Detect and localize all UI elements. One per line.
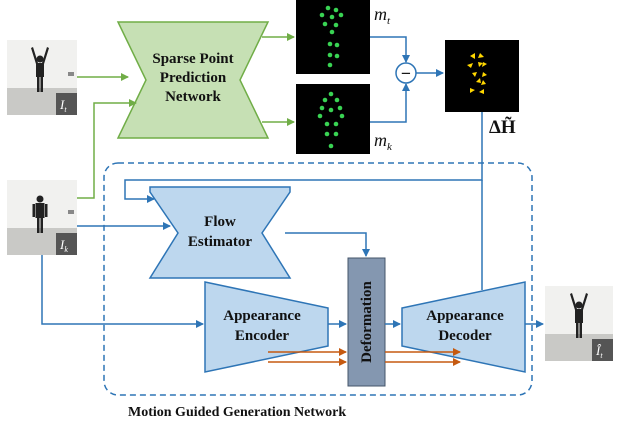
input-key-frame: Ik [7, 180, 77, 255]
sparse-point-network-line2: Prediction [160, 70, 227, 86]
svg-text:Ît: Ît [595, 343, 603, 360]
arrow-ik-to-sppn [77, 99, 137, 199]
svg-text:Ik: Ik [59, 237, 68, 254]
input-target-frame: It [7, 40, 77, 115]
svg-text:It: It [59, 97, 67, 114]
sparse-point-network-shape [116, 21, 270, 139]
sparse-point-map-mk [296, 84, 370, 154]
arrow-mt-to-subtract [370, 36, 410, 63]
i-hat-t-sub: t [600, 351, 603, 360]
deformation-label: Deformation [359, 281, 375, 363]
i-k-sub: k [64, 245, 68, 254]
sparse-point-network-line1: Sparse Point [152, 51, 233, 67]
output-generated-frame: Ît [545, 286, 613, 361]
i-k-base: I [59, 237, 65, 252]
sparse-point-network-line3: Network [165, 89, 221, 105]
appearance-decoder-line1: Appearance [426, 308, 504, 324]
arrow-mk-to-subtract [370, 83, 410, 123]
appearance-decoder-line2: Decoder [438, 328, 492, 344]
m-k-sub: k [387, 141, 393, 153]
delta-h-label: ΔH̃ [489, 117, 516, 138]
arrow-flow-to-deformation [285, 232, 370, 257]
generation-network-boundary [103, 162, 533, 396]
appearance-encoder-line1: Appearance [223, 308, 301, 324]
motion-difference-map [445, 40, 519, 112]
minus-circle-icon: − [395, 62, 417, 84]
m-k-base: m [374, 130, 387, 150]
i-hat-t-base: Î [595, 343, 602, 358]
person-arms-raised-icon [570, 293, 588, 338]
person-arms-raised-icon [31, 47, 49, 92]
deformation-block [347, 257, 386, 387]
m-t-sub: t [387, 15, 391, 27]
person-standing-icon [32, 195, 48, 233]
arrow-ik-to-encoder [41, 255, 204, 328]
i-t-base: I [59, 97, 65, 112]
sparse-point-map-mt [296, 0, 370, 74]
generation-network-caption: Motion Guided Generation Network [128, 405, 346, 420]
flow-estimator-line2: Estimator [188, 234, 252, 250]
flow-estimator-shape [148, 186, 292, 279]
m-t-base: m [374, 4, 387, 24]
minus-sign: − [401, 64, 411, 83]
svg-text:mt: mt [374, 4, 391, 27]
i-t-sub: t [64, 105, 67, 114]
flow-estimator-line1: Flow [204, 214, 236, 230]
appearance-encoder-line2: Encoder [235, 328, 290, 344]
arrow-delta-to-flow-estimator [124, 112, 483, 203]
appearance-encoder-shape [204, 281, 329, 373]
appearance-decoder-shape [401, 281, 526, 373]
svg-text:mk: mk [374, 130, 393, 153]
